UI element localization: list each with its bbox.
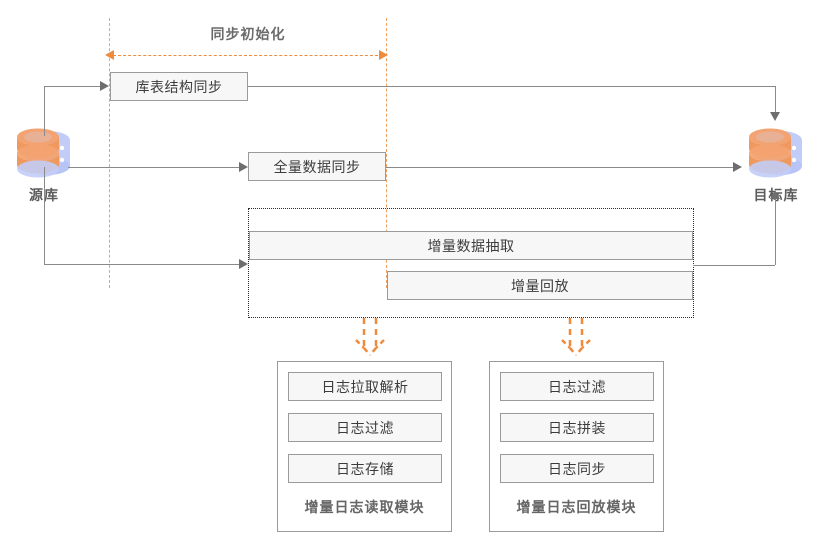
connector-source-to-incr-h <box>44 264 240 265</box>
connector-source-to-schema-h <box>44 86 101 87</box>
module2-step-log-filter[interactable]: 日志过滤 <box>500 372 654 401</box>
module2-step-log-sync[interactable]: 日志同步 <box>500 454 654 483</box>
module1-step-log-pull-parse[interactable]: 日志拉取解析 <box>288 372 442 401</box>
stage-incr-extract[interactable]: 增量数据抽取 <box>249 231 693 260</box>
module-incr-log-read-title: 增量日志读取模块 <box>304 499 425 515</box>
arrow-into-full-sync-icon <box>239 162 248 172</box>
connector-schema-to-target-h <box>248 86 775 87</box>
module1-step-log-store[interactable]: 日志存储 <box>288 454 442 483</box>
stage-full-data-sync[interactable]: 全量数据同步 <box>248 152 386 181</box>
connector-incr-to-target-v <box>775 196 776 265</box>
target-db-icon <box>744 122 806 182</box>
connector-source-to-full-h <box>68 167 240 168</box>
connector-incr-to-target-h <box>693 265 775 266</box>
stage-schema-sync[interactable]: 库表结构同步 <box>110 72 248 101</box>
module-incr-log-replay-title: 增量日志回放模块 <box>516 499 637 515</box>
connector-source-to-incr-v <box>44 167 45 265</box>
arrow-into-target-top-icon <box>770 112 780 121</box>
source-db-label: 源库 <box>29 187 59 203</box>
phase-left-guide <box>109 18 110 288</box>
phase-arrow-right-icon <box>379 50 388 60</box>
phase-arrow-left-icon <box>105 50 114 60</box>
arrow-into-incr-zone-icon <box>239 259 248 269</box>
incr-extract-to-module-arrow-icon <box>352 318 388 356</box>
connector-source-to-schema-v <box>44 86 45 136</box>
arrow-into-schema-sync-icon <box>100 81 109 91</box>
module1-step-log-filter[interactable]: 日志过滤 <box>288 413 442 442</box>
connector-schema-to-target-v <box>775 86 776 115</box>
incremental-zone <box>248 208 694 318</box>
phase-span-line <box>113 55 383 56</box>
phase-right-guide <box>386 18 387 288</box>
arrow-into-target-left-icon <box>733 162 742 172</box>
connector-full-to-target-h <box>386 167 738 168</box>
arrow-into-target-bottom-icon <box>770 190 780 199</box>
module2-step-log-assemble[interactable]: 日志拼装 <box>500 413 654 442</box>
incr-replay-to-module-arrow-icon <box>558 318 594 356</box>
phase-label: 同步初始化 <box>210 26 286 42</box>
source-db-icon <box>12 122 74 182</box>
stage-incr-replay[interactable]: 增量回放 <box>387 271 693 300</box>
